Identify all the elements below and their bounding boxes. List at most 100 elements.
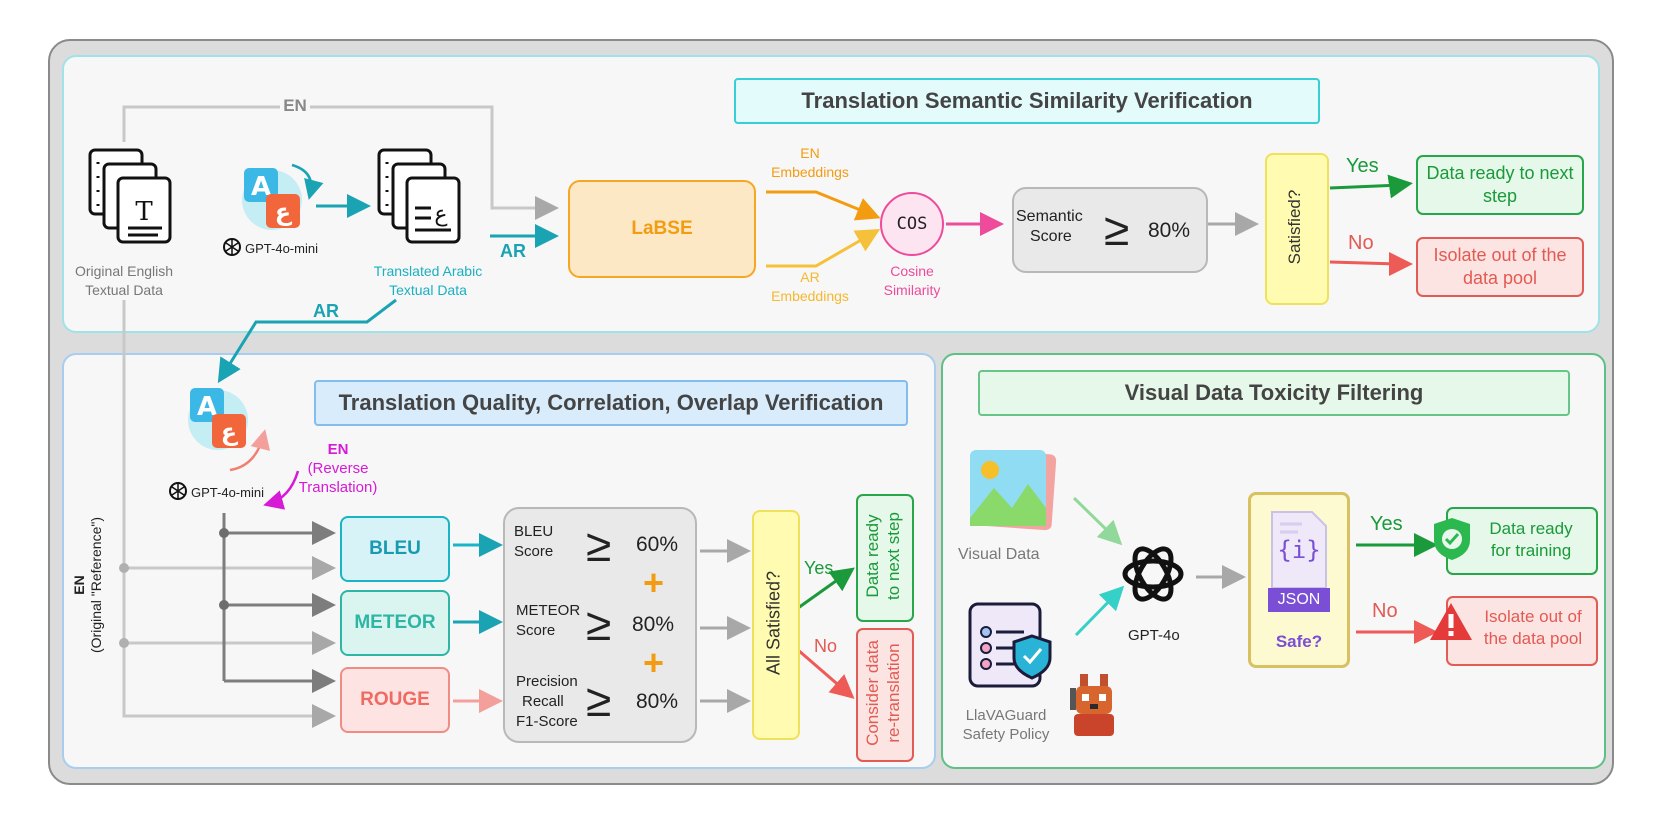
quality-title: Translation Quality, Correlation, Overla… bbox=[314, 380, 908, 426]
en-embeddings-label: EN Embeddings bbox=[770, 144, 850, 182]
top-ready-box: Data ready to next step bbox=[1416, 155, 1584, 215]
safe-label: Safe? bbox=[1275, 632, 1323, 651]
rouge-geq: ≥ bbox=[586, 674, 612, 726]
ar-emb-line1: AR bbox=[800, 269, 820, 285]
ar-emb-line2: Embeddings bbox=[771, 288, 849, 304]
top-isolate-box: Isolate out of the data pool bbox=[1416, 237, 1584, 297]
br-ready-label: Data ready for training bbox=[1476, 518, 1586, 562]
labse-box: LaBSE bbox=[568, 180, 756, 278]
bleu-threshold: 60% bbox=[636, 533, 679, 556]
visual-data-label: Visual Data bbox=[958, 546, 1040, 563]
bl-ready-line1: Data ready bbox=[863, 514, 882, 598]
geq-symbol: ≥ bbox=[1104, 203, 1130, 255]
plus-sign-2: + bbox=[643, 642, 665, 683]
br-isolate-label: Isolate out of the data pool bbox=[1476, 606, 1590, 650]
en-emb-line2: Embeddings bbox=[771, 164, 849, 180]
cosine-label: Cosine Similarity bbox=[872, 262, 952, 300]
svg-text:A: A bbox=[251, 172, 271, 202]
reverse-line3: Translation) bbox=[298, 479, 378, 496]
reverse-translation-label: EN (Reverse Translation) bbox=[290, 440, 386, 497]
all-satisfied-label: All Satisfied? bbox=[763, 570, 784, 676]
rouge-score-line2: Recall bbox=[522, 693, 564, 710]
gpt4o-label: GPT-4o bbox=[1128, 627, 1180, 644]
top-no-label: No bbox=[1348, 232, 1374, 254]
shield-check-icon bbox=[1434, 518, 1470, 560]
reference-line1: EN bbox=[71, 575, 87, 595]
image-icon bbox=[970, 449, 1057, 531]
plus-sign-1: + bbox=[643, 562, 665, 603]
semantic-score-label: Semantic Score bbox=[1016, 207, 1096, 247]
all-satisfied-box bbox=[752, 510, 800, 740]
ar-flow-label: AR bbox=[500, 241, 526, 261]
original-label-line1: Original English bbox=[74, 263, 174, 279]
en-emb-line1: EN bbox=[800, 145, 820, 161]
meteor-box: METEOR bbox=[340, 590, 450, 656]
bl-consider-line1: Consider data bbox=[863, 640, 882, 746]
warning-icon bbox=[1430, 603, 1472, 640]
semantic-title: Translation Semantic Similarity Verifica… bbox=[734, 78, 1320, 124]
rouge-score-label: Precision Recall F1-Score bbox=[516, 672, 578, 732]
cosine-label-line1: Cosine bbox=[890, 263, 934, 279]
top-isolate-line1: Isolate out of the bbox=[1433, 245, 1567, 265]
semantic-line2: Score bbox=[1030, 228, 1072, 245]
semantic-score-box bbox=[1012, 187, 1208, 273]
bl-ready-box bbox=[856, 494, 914, 622]
rouge-threshold: 80% bbox=[636, 690, 679, 713]
svg-text:ع: ع bbox=[275, 198, 293, 226]
reverse-line1: EN bbox=[327, 441, 349, 458]
bleu-score-line1: BLEU bbox=[514, 523, 554, 540]
meteor-score-line2: Score bbox=[516, 622, 556, 639]
llavaguard-label: LlaVAGuard Safety Policy bbox=[958, 706, 1054, 744]
reverse-line2: (Reverse bbox=[307, 460, 369, 477]
openai-icon-bottom bbox=[169, 482, 187, 500]
br-ready-line1: Data ready bbox=[1489, 519, 1573, 538]
reference-label: EN (Original "Reference") bbox=[71, 517, 105, 653]
rouge-score-line3: F1-Score bbox=[516, 713, 578, 730]
br-yes-label: Yes bbox=[1370, 513, 1403, 535]
cosine-label-line2: Similarity bbox=[883, 282, 941, 298]
bl-ready-line2: to next step bbox=[884, 512, 903, 600]
translated-document-icon: ع bbox=[377, 148, 461, 244]
bl-consider-line2: re-translation bbox=[884, 643, 903, 743]
bleu-score-label: BLEU Score bbox=[514, 522, 553, 562]
gpt-mini-label-bottom: GPT-4o-mini bbox=[191, 485, 264, 500]
satisfied-label: Satisfied? bbox=[1285, 189, 1304, 265]
bleu-box: BLEU bbox=[340, 516, 450, 582]
bl-no-label: No bbox=[814, 636, 838, 656]
json-braces: {i} bbox=[1277, 536, 1321, 564]
rouge-box: ROUGE bbox=[340, 667, 450, 733]
policy-document-icon bbox=[968, 602, 1052, 688]
llama-mascot-icon bbox=[1070, 674, 1114, 736]
llavaguard-line1: LlaVAGuard bbox=[965, 707, 1047, 724]
rouge-score-line1: Precision bbox=[516, 673, 578, 690]
translate-icon: A ع bbox=[242, 168, 302, 230]
top-ready-line1: Data ready to next bbox=[1426, 163, 1574, 183]
original-data-label: Original English Textual Data bbox=[60, 262, 188, 300]
translate-icon-bottom: A ع bbox=[188, 388, 248, 450]
br-isolate-line1: Isolate out of bbox=[1484, 607, 1582, 626]
document-stack-icon: T bbox=[88, 148, 172, 244]
en-flow-label: EN bbox=[283, 96, 307, 115]
ar-down-label: AR bbox=[313, 301, 339, 321]
bl-consider-label: Consider data re-translation bbox=[862, 640, 904, 746]
svg-text:T: T bbox=[135, 197, 153, 227]
svg-text:ع: ع bbox=[221, 418, 239, 446]
llavaguard-line2: Safety Policy bbox=[962, 726, 1050, 743]
ar-embeddings-label: AR Embeddings bbox=[770, 268, 850, 306]
openai-icon bbox=[223, 238, 241, 256]
translated-data-label: Translated Arabic Textual Data bbox=[360, 262, 496, 300]
metric-score-box bbox=[503, 507, 697, 743]
bl-consider-box bbox=[856, 628, 914, 762]
json-file-icon bbox=[1271, 511, 1327, 589]
reference-line2: (Original "Reference") bbox=[88, 517, 104, 653]
meteor-geq: ≥ bbox=[586, 598, 612, 650]
meteor-score-line1: METEOR bbox=[516, 602, 581, 619]
semantic-line1: Semantic bbox=[1016, 208, 1083, 225]
semantic-threshold: 80% bbox=[1148, 219, 1191, 242]
br-no-label: No bbox=[1372, 600, 1398, 622]
original-label-line2: Textual Data bbox=[85, 282, 163, 298]
svg-text:A: A bbox=[197, 392, 217, 422]
svg-text:ع: ع bbox=[434, 202, 447, 227]
cosine-node: COS bbox=[880, 192, 944, 256]
